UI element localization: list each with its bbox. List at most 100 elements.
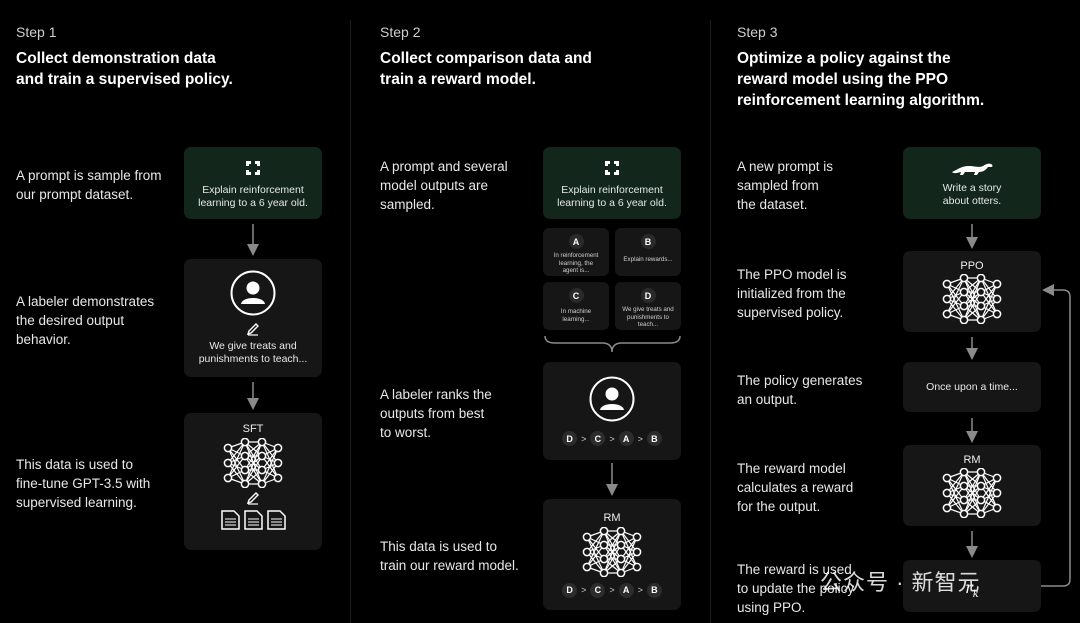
- desc-line: A labeler demonstrates: [16, 294, 155, 309]
- nn-node: [976, 481, 986, 490]
- rank-item: C: [590, 582, 606, 598]
- nn-node: [223, 443, 233, 453]
- nn-node: [992, 488, 1002, 497]
- nn-edge: [963, 277, 982, 320]
- desc-line: model outputs are: [380, 178, 489, 193]
- nn-node: [257, 479, 267, 488]
- nn-edge: [980, 477, 998, 514]
- ranking-row: D > C > A > B: [562, 431, 662, 446]
- nn-node: [223, 458, 233, 468]
- nn-edge: [946, 471, 965, 493]
- nn-edge: [586, 544, 605, 567]
- desc-line: the dataset.: [737, 197, 808, 212]
- desc-line: the desired output: [16, 313, 125, 328]
- desc-line: sampled from: [737, 178, 819, 193]
- nn-node: [942, 473, 952, 482]
- rank-separator: >: [637, 433, 643, 444]
- nn-node: [257, 465, 267, 475]
- nn-edge: [244, 455, 263, 485]
- nn-node: [992, 473, 1002, 482]
- rank-item: D: [562, 431, 578, 446]
- desc-line: A new prompt is: [737, 159, 834, 174]
- nn-node: [616, 526, 626, 535]
- text-line: In machine: [560, 308, 592, 315]
- output-text: We give treats and punishments to teach.…: [618, 306, 677, 329]
- step-3-title: Optimize a policy against the reward mod…: [737, 48, 984, 111]
- nn-node: [959, 301, 969, 310]
- step-2-desc-2: A labeler ranks the outputs from best to…: [380, 385, 492, 442]
- text-line: punishments to: [627, 313, 669, 321]
- nn-node: [976, 509, 986, 518]
- desc-line: This data is used to: [380, 539, 498, 554]
- desc-line: for the output.: [737, 499, 821, 514]
- output-card-a: A In reinforcement learning, the agent i…: [543, 228, 609, 276]
- nn-node: [992, 309, 1002, 318]
- nn-node: [582, 547, 592, 556]
- step-2-labeler-box: D > C > A > B: [543, 362, 681, 460]
- rm-label: RM: [963, 453, 981, 466]
- ranking-row: D > C > A > B: [562, 582, 662, 598]
- step-3-desc-4: The reward model calculates a reward for…: [737, 459, 853, 516]
- step-3-output-box: Once upon a time...: [903, 362, 1041, 412]
- sft-label: SFT: [242, 423, 264, 435]
- desc-line: our prompt dataset.: [16, 187, 134, 202]
- desc-line: fine-tune GPT-3.5 with: [16, 476, 151, 491]
- nn-edge: [244, 441, 263, 471]
- nn-node: [632, 532, 642, 541]
- nn-edge: [946, 277, 965, 299]
- nn-edge: [244, 441, 263, 485]
- desc-line: an output.: [737, 392, 798, 407]
- nn-edge: [946, 291, 965, 314]
- text-line: about otters.: [942, 195, 1002, 207]
- nn-edge: [227, 441, 246, 479]
- ppo-label: PPO: [960, 259, 984, 272]
- labeler-avatar-icon: [230, 270, 276, 316]
- desc-line: supervised learning.: [16, 495, 137, 510]
- nn-node: [992, 294, 1002, 303]
- nn-edge: [620, 536, 638, 573]
- step-1-labeler-box: We give treats and punishments to teach.…: [184, 259, 322, 377]
- nn-node: [273, 473, 283, 483]
- nn-edge: [620, 536, 638, 559]
- nn-node: [273, 443, 283, 453]
- nn-edge: [603, 544, 622, 573]
- nn-edge: [980, 283, 998, 306]
- otter-icon: [952, 163, 993, 175]
- nn-node: [632, 562, 642, 571]
- nn-node: [976, 287, 986, 296]
- title-line: reward model using the PPO: [737, 71, 949, 88]
- rank-separator: >: [581, 585, 587, 595]
- document-icon: [220, 510, 240, 530]
- neural-network-icon: [942, 273, 1002, 324]
- output-card-b: B Explain rewards...: [615, 228, 681, 276]
- nn-node: [257, 438, 267, 447]
- nn-node: [959, 509, 969, 518]
- rank-item: B: [646, 582, 662, 598]
- rank-item: D: [562, 582, 578, 598]
- text-line: Write a story: [942, 182, 1002, 194]
- step-3-reward-box: rk: [903, 560, 1041, 612]
- step-3-desc-2: The PPO model is initialized from the su…: [737, 265, 847, 322]
- step-1-desc-2: A labeler demonstrates the desired outpu…: [16, 292, 154, 349]
- step-3-label: Step 3: [737, 24, 778, 40]
- output-text: In reinforcement learning, the agent is.…: [550, 252, 603, 275]
- desc-line: The reward is used: [737, 562, 852, 577]
- text-line: teach...: [637, 321, 659, 328]
- nn-node: [942, 488, 952, 497]
- step-3-desc-5: The reward is used to update the policy …: [737, 560, 854, 617]
- output-card-d: D We give treats and punishments to teac…: [615, 282, 681, 330]
- nn-node: [582, 562, 592, 571]
- step-2-title: Collect comparison data and train a rewa…: [380, 48, 592, 90]
- nn-node: [959, 467, 969, 476]
- documents-group: [220, 510, 286, 530]
- rank-item: B: [646, 431, 662, 446]
- nn-edge: [586, 530, 605, 567]
- step-3-rm-box: RM: [903, 445, 1041, 526]
- desc-line: sampled.: [380, 197, 435, 212]
- policy-output-text: Once upon a time...: [926, 380, 1018, 393]
- title-line: train a reward model.: [380, 71, 536, 88]
- nn-node: [599, 526, 609, 535]
- nn-edge: [946, 471, 965, 508]
- desc-line: using PPO.: [737, 600, 806, 615]
- nn-node: [942, 503, 952, 512]
